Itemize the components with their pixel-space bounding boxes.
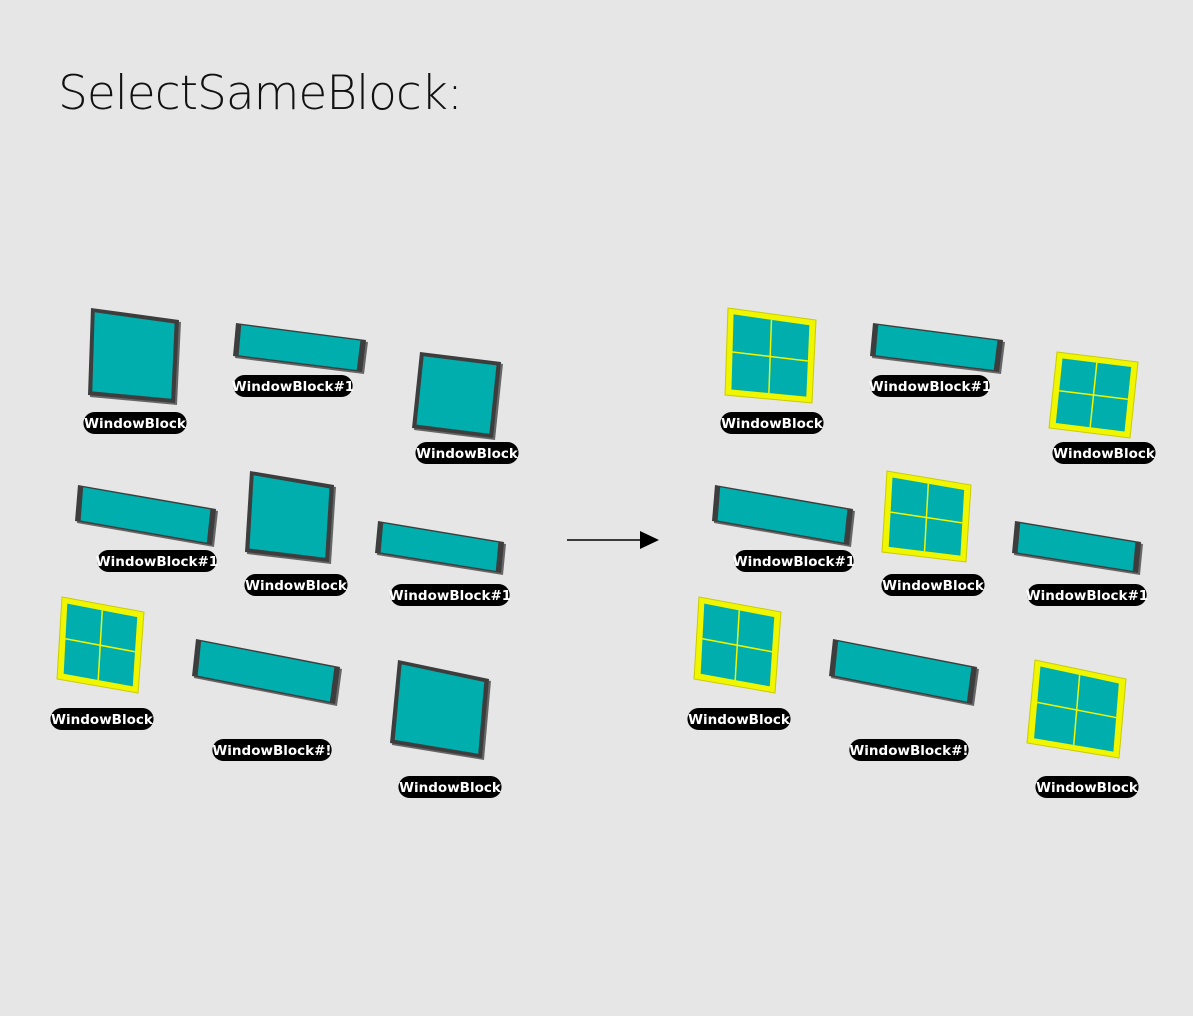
window-pane bbox=[92, 312, 175, 399]
label-background bbox=[50, 708, 154, 730]
window-pane bbox=[249, 475, 330, 558]
label-background bbox=[244, 574, 348, 596]
block-label-text: WindowBlock#! bbox=[849, 743, 968, 759]
window-pane bbox=[834, 641, 972, 702]
label-background bbox=[1052, 442, 1156, 464]
label-background bbox=[212, 739, 332, 761]
mullion-horizontal bbox=[890, 511, 963, 524]
window-block-b8[interactable] bbox=[192, 639, 342, 706]
window-block-b2[interactable] bbox=[870, 323, 1005, 374]
label-background bbox=[398, 776, 502, 798]
mullion-horizontal bbox=[1059, 389, 1128, 401]
block-label: WindowBlock bbox=[244, 574, 348, 596]
window-pane bbox=[197, 641, 335, 702]
window-pane bbox=[416, 356, 497, 434]
label-background bbox=[233, 375, 353, 397]
block-label-text: WindowBlock bbox=[84, 416, 187, 432]
label-background bbox=[390, 584, 510, 606]
window-block-b3[interactable] bbox=[1048, 351, 1139, 439]
window-block-b9[interactable] bbox=[1026, 659, 1127, 759]
label-background bbox=[415, 442, 519, 464]
label-background bbox=[687, 708, 791, 730]
label-background bbox=[720, 412, 824, 434]
block-label-text: WindowBlock#1 bbox=[733, 554, 855, 570]
label-background bbox=[881, 574, 985, 596]
window-block-b5[interactable] bbox=[245, 471, 336, 564]
block-label: WindowBlock#! bbox=[849, 739, 969, 761]
block-label: WindowBlock bbox=[687, 708, 791, 730]
window-block-b2[interactable] bbox=[233, 323, 368, 374]
block-label-text: WindowBlock#1 bbox=[96, 554, 218, 570]
window-block-b4[interactable] bbox=[712, 485, 855, 547]
page-title: SelectSameBlock: bbox=[58, 66, 463, 121]
window-pane bbox=[717, 487, 848, 543]
block-label: WindowBlock#1 bbox=[869, 375, 991, 397]
block-label: WindowBlock bbox=[83, 412, 187, 434]
block-label: WindowBlock bbox=[415, 442, 519, 464]
window-block-b1[interactable] bbox=[88, 308, 181, 405]
block-label-text: WindowBlock bbox=[245, 578, 348, 594]
window-block-b7[interactable] bbox=[693, 596, 782, 694]
label-background bbox=[83, 412, 187, 434]
block-label-text: WindowBlock#1 bbox=[232, 379, 354, 395]
window-block-b7[interactable] bbox=[56, 596, 145, 694]
block-label-text: WindowBlock#1 bbox=[869, 379, 991, 395]
window-block-b6[interactable] bbox=[375, 521, 506, 575]
block-label: WindowBlock#! bbox=[212, 739, 332, 761]
label-background bbox=[97, 550, 217, 572]
mullion-horizontal bbox=[732, 351, 808, 362]
block-label: WindowBlock#1 bbox=[389, 584, 511, 606]
block-label-text: WindowBlock bbox=[882, 578, 985, 594]
block-label-text: WindowBlock#! bbox=[212, 743, 331, 759]
label-background bbox=[1027, 584, 1147, 606]
block-label: WindowBlock bbox=[1052, 442, 1156, 464]
label-background bbox=[734, 550, 854, 572]
block-label: WindowBlock bbox=[720, 412, 824, 434]
block-label: WindowBlock bbox=[398, 776, 502, 798]
window-block-b5[interactable] bbox=[881, 470, 972, 563]
block-label-text: WindowBlock bbox=[1053, 446, 1156, 462]
block-label-text: WindowBlock bbox=[416, 446, 519, 462]
block-label-text: WindowBlock bbox=[399, 780, 502, 796]
block-label-text: WindowBlock#1 bbox=[389, 588, 511, 604]
mullion-horizontal bbox=[65, 637, 136, 653]
after-panel: WindowBlockWindowBlock#1WindowBlockWindo… bbox=[687, 307, 1156, 798]
mullion-horizontal bbox=[1037, 701, 1117, 719]
block-label-text: WindowBlock#1 bbox=[1026, 588, 1148, 604]
window-pane bbox=[875, 325, 998, 370]
block-label: WindowBlock bbox=[50, 708, 154, 730]
window-pane bbox=[80, 487, 211, 543]
block-label: WindowBlock#1 bbox=[96, 550, 218, 572]
window-block-b4[interactable] bbox=[75, 485, 218, 547]
block-label: WindowBlock#1 bbox=[733, 550, 855, 572]
window-block-b9[interactable] bbox=[390, 660, 491, 760]
label-background bbox=[870, 375, 990, 397]
block-label-text: WindowBlock bbox=[1036, 780, 1139, 796]
block-label-text: WindowBlock bbox=[721, 416, 824, 432]
block-label: WindowBlock#1 bbox=[1026, 584, 1148, 606]
window-pane bbox=[1017, 523, 1136, 571]
before-panel: WindowBlockWindowBlock#1WindowBlockWindo… bbox=[50, 308, 519, 798]
window-block-b8[interactable] bbox=[829, 639, 979, 706]
right-arrow-icon bbox=[567, 531, 659, 549]
block-label-text: WindowBlock bbox=[51, 712, 154, 728]
mullion-horizontal bbox=[702, 637, 773, 653]
window-pane bbox=[380, 523, 499, 571]
window-pane bbox=[238, 325, 361, 370]
label-background bbox=[1035, 776, 1139, 798]
block-label-text: WindowBlock bbox=[688, 712, 791, 728]
block-label: WindowBlock bbox=[881, 574, 985, 596]
block-label: WindowBlock#1 bbox=[232, 375, 354, 397]
window-block-b6[interactable] bbox=[1012, 521, 1143, 575]
label-background bbox=[849, 739, 969, 761]
window-block-b1[interactable] bbox=[724, 307, 817, 404]
window-pane bbox=[394, 664, 485, 754]
block-label: WindowBlock bbox=[1035, 776, 1139, 798]
window-block-b3[interactable] bbox=[412, 352, 503, 440]
